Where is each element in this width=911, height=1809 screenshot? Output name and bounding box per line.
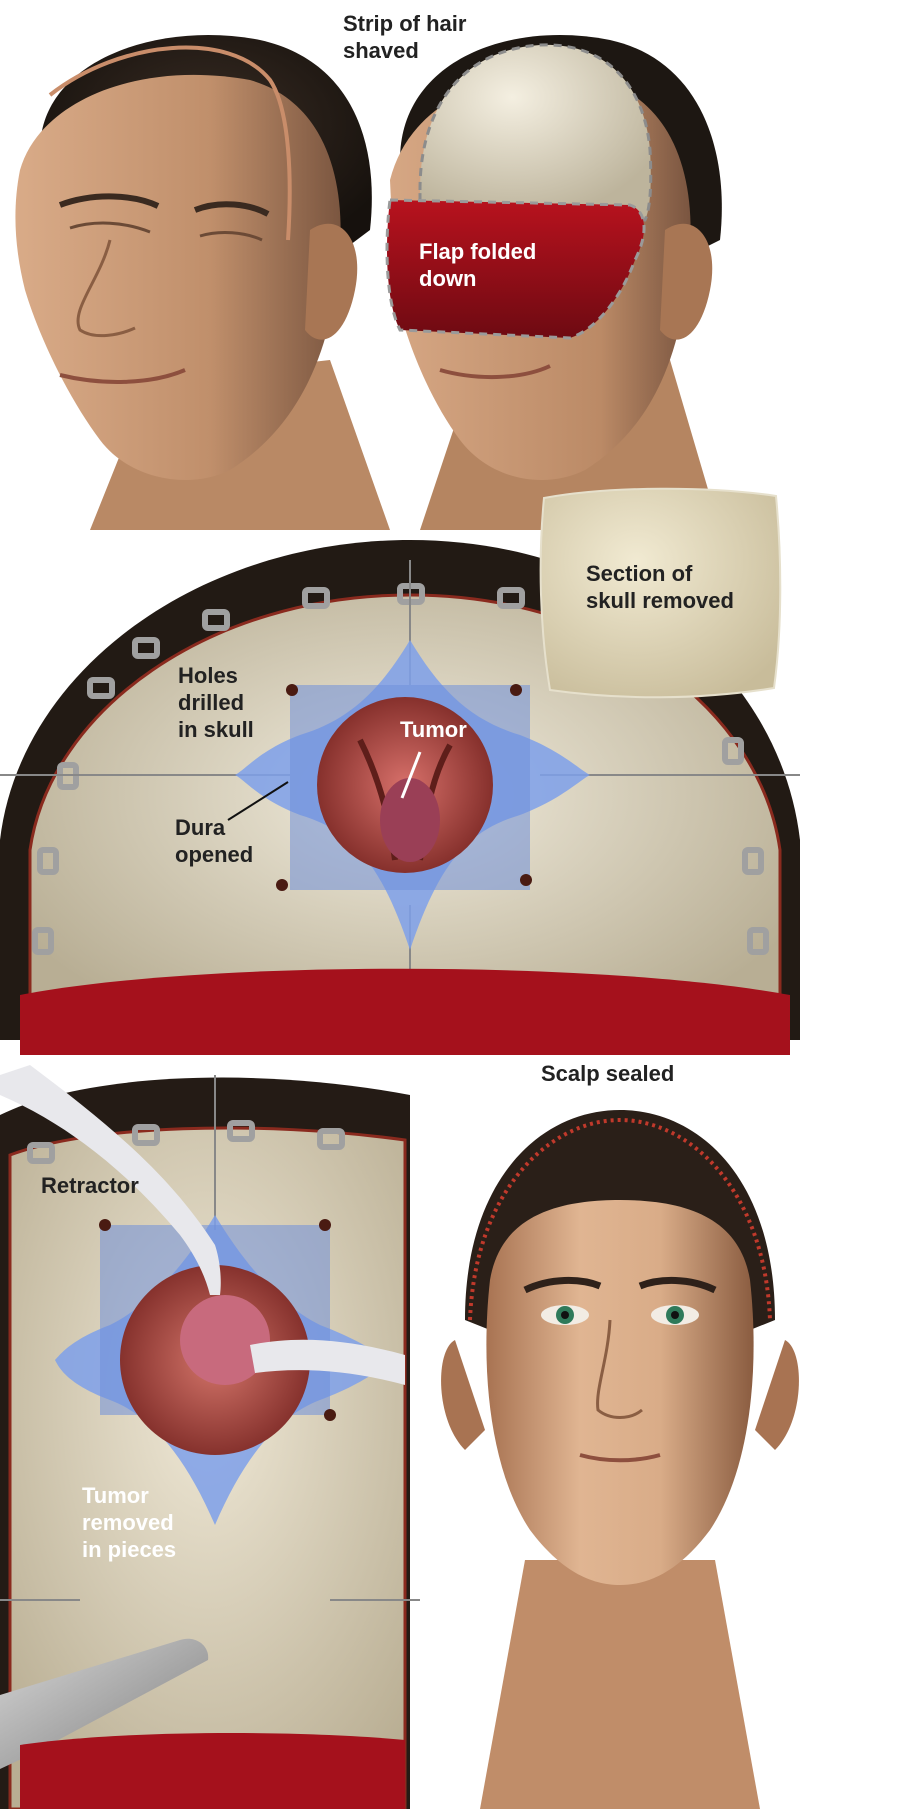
label-dura-opened: Dura opened [175, 814, 253, 868]
label-flap-folded: Flap folded down [419, 238, 536, 292]
label-holes-drilled: Holes drilled in skull [178, 662, 254, 743]
sealed-face-illustration [430, 1090, 810, 1809]
label-scalp-sealed: Scalp sealed [541, 1060, 674, 1087]
label-tumor-removed: Tumor removed in pieces [82, 1482, 176, 1563]
label-retractor: Retractor [41, 1172, 139, 1199]
retractor-illustration [0, 1055, 420, 1809]
panel-retractor [0, 1055, 420, 1809]
label-section-removed: Section of skull removed [586, 560, 734, 614]
panel-scalp-sealed [430, 1090, 810, 1809]
head-profile-illustration [0, 0, 440, 530]
label-tumor: Tumor [400, 716, 467, 743]
panel-incision-head [0, 0, 440, 530]
